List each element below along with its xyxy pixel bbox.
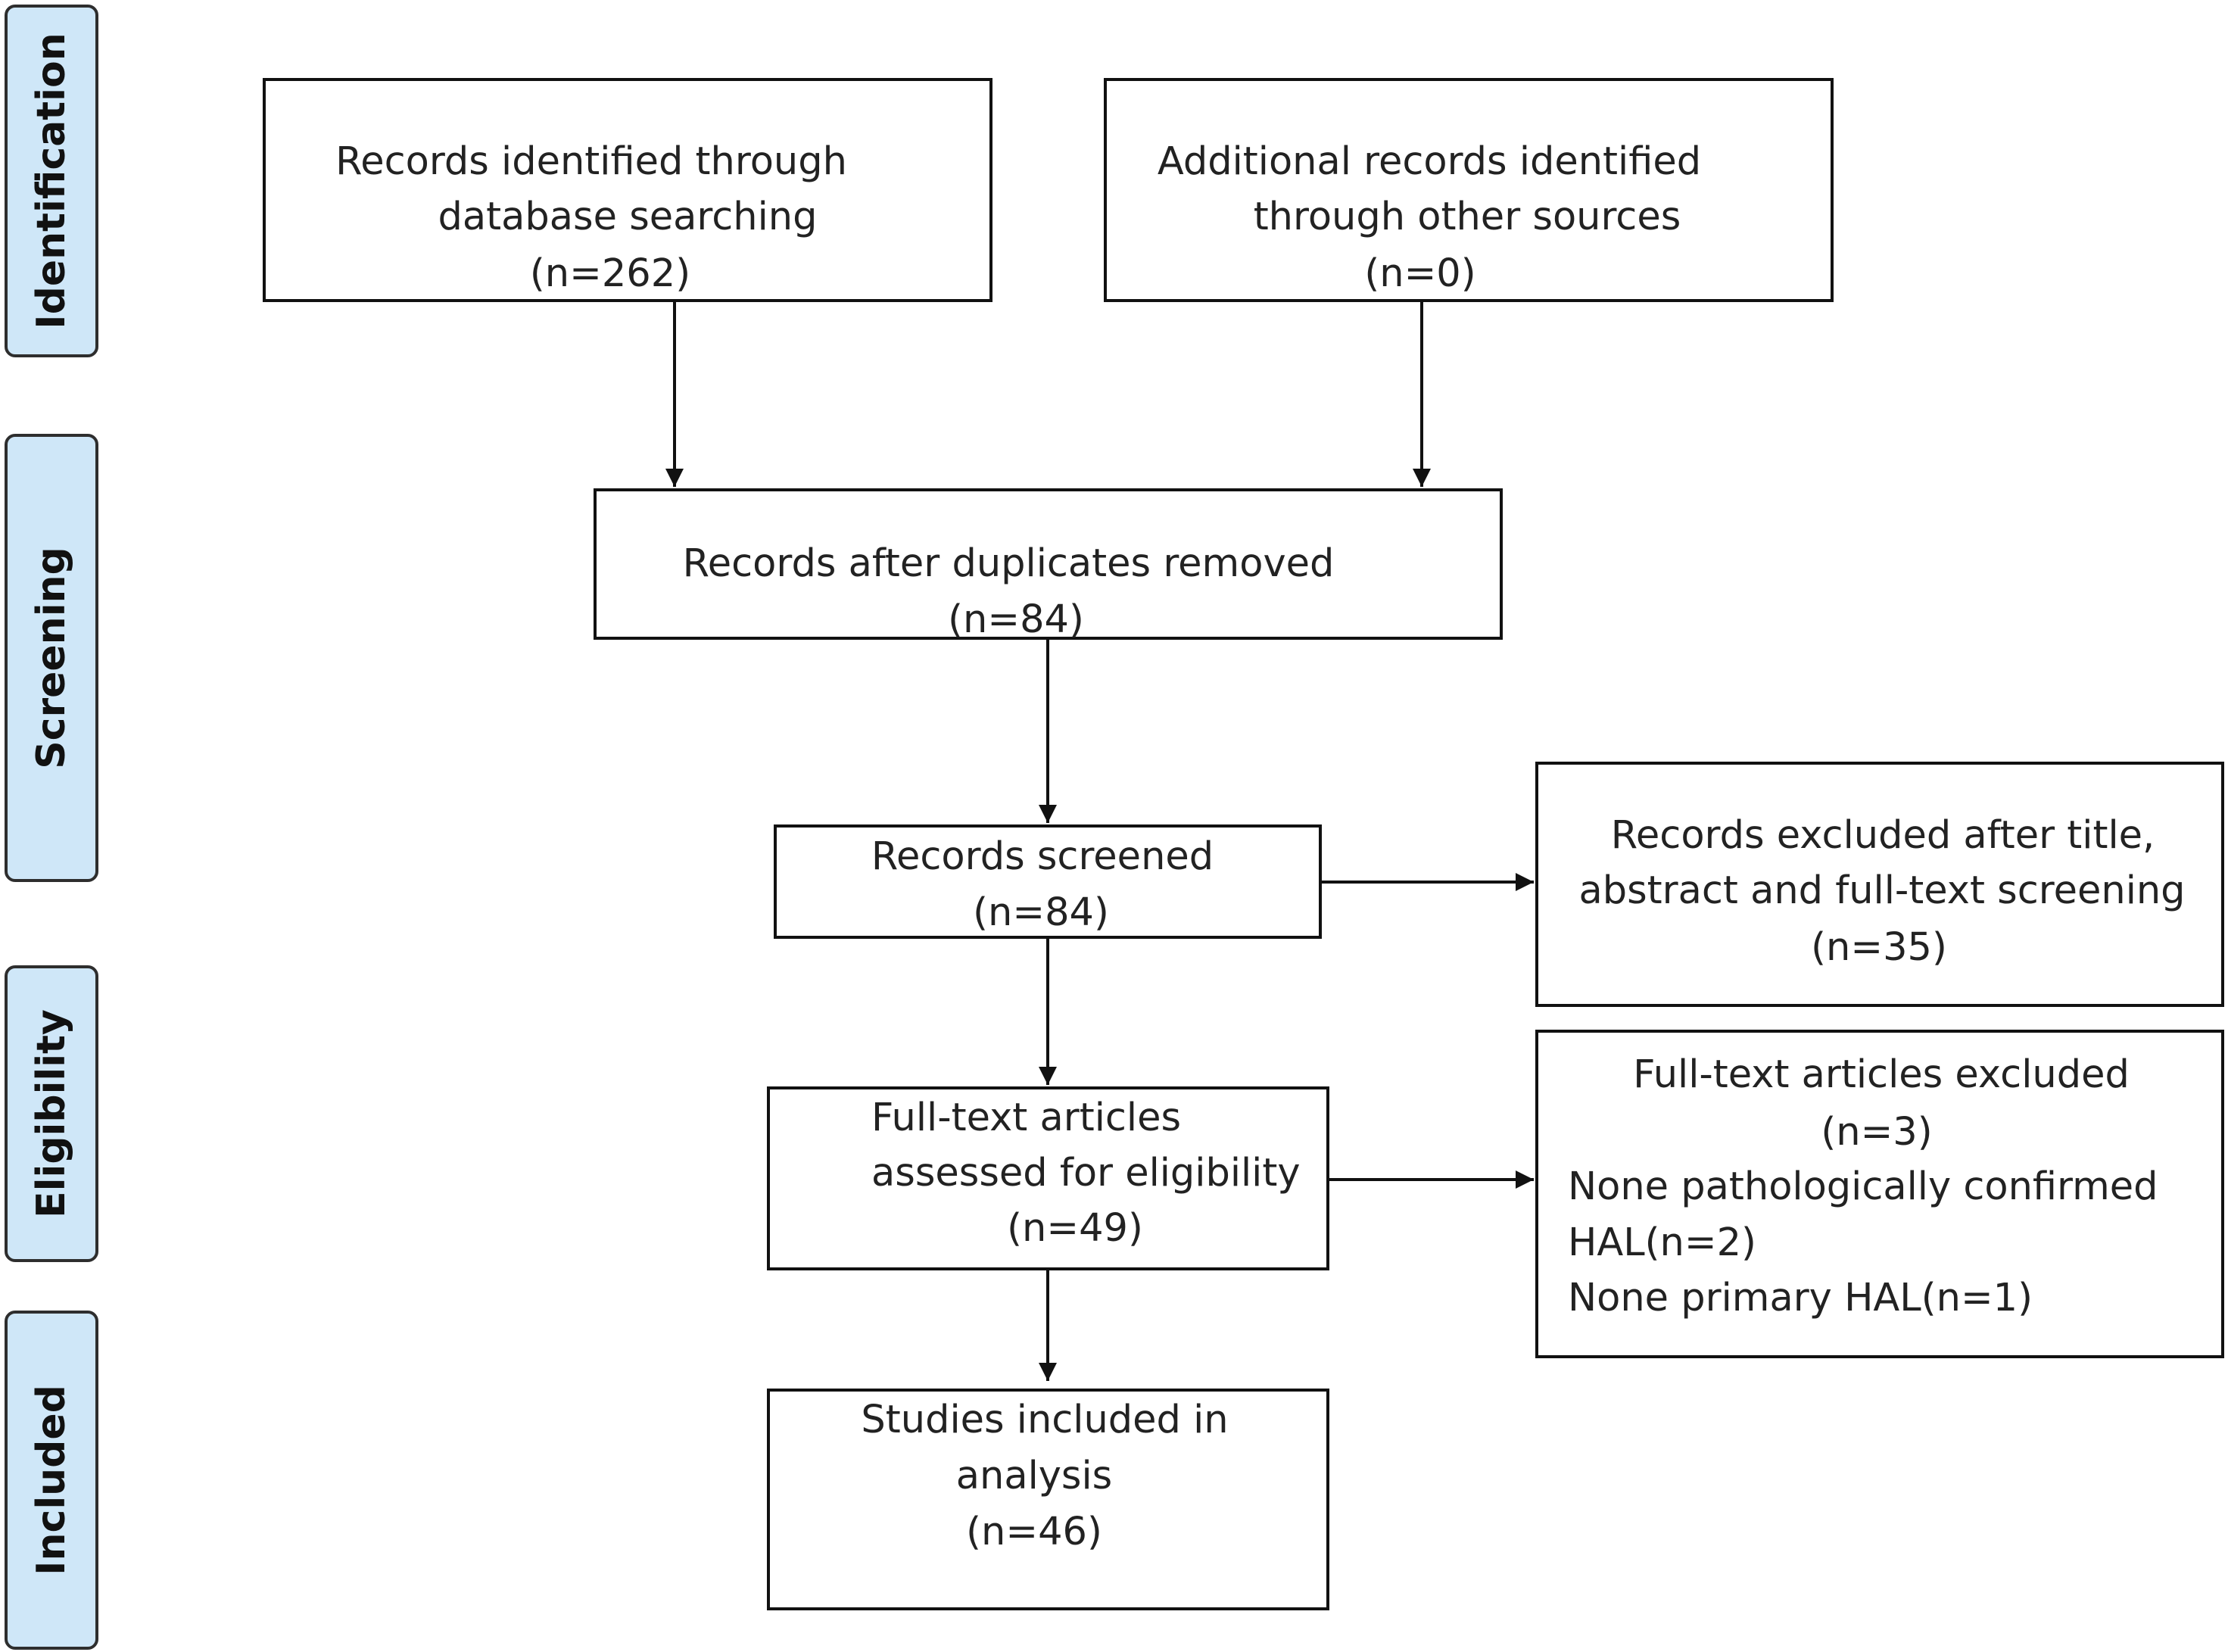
other-sources-count: (n=0) <box>1364 251 1476 296</box>
box-records-screened <box>774 824 1322 939</box>
other-sources-line-2: through other sources <box>1253 195 1681 239</box>
phase-included-label: Included <box>29 1385 74 1576</box>
excluded-screening-line-2: abstract and full-text screening <box>1578 868 2186 913</box>
full-text-assessed-line-1: Full-text articles <box>871 1096 1182 1140</box>
included-line-2: analysis <box>955 1454 1113 1498</box>
phase-screening-label: Screening <box>29 547 74 769</box>
after-duplicates-line-1: Records after duplicates removed <box>682 541 1335 586</box>
full-text-excluded-reason-1: None pathologically confirmed <box>1568 1164 2158 1209</box>
phase-identification-label: Identification <box>29 33 74 329</box>
excluded-screening-count: (n=35) <box>1811 925 1947 970</box>
full-text-excluded-count: (n=3) <box>1821 1110 1933 1155</box>
phase-eligibility-label: Eligibility <box>29 1009 74 1218</box>
screened-count: (n=84) <box>973 890 1109 935</box>
included-count: (n=46) <box>966 1510 1102 1554</box>
other-sources-line-1: Additional records identified <box>1157 139 1702 184</box>
excluded-screening-line-1: Records excluded after title, <box>1610 813 2155 858</box>
box-other-sources <box>1104 78 1834 302</box>
included-line-1: Studies included in <box>861 1398 1229 1442</box>
phase-screening: Screening <box>5 434 98 882</box>
phase-included: Included <box>5 1311 98 1650</box>
box-database-search <box>263 78 992 302</box>
box-studies-included <box>767 1389 1329 1610</box>
full-text-excluded-reason-2: None primary HAL(n=1) <box>1568 1276 2033 1320</box>
after-duplicates-count: (n=84) <box>948 597 1084 642</box>
full-text-assessed-count: (n=49) <box>1007 1206 1143 1251</box>
full-text-excluded-reason-1-cont: HAL(n=2) <box>1568 1220 1756 1265</box>
box-full-text-excluded <box>1535 1030 2224 1358</box>
database-line-1: Records identified through <box>335 139 847 184</box>
screened-line-1: Records screened <box>871 834 1214 879</box>
phase-eligibility: Eligibility <box>5 965 98 1262</box>
box-full-text-assessed <box>767 1086 1329 1270</box>
box-after-duplicates <box>594 488 1503 640</box>
phase-identification: Identification <box>5 5 98 357</box>
full-text-excluded-line-1: Full-text articles excluded <box>1633 1052 2130 1097</box>
full-text-assessed-line-2: assessed for eligibility <box>871 1151 1301 1195</box>
database-count: (n=262) <box>529 251 691 296</box>
database-line-2: database searching <box>438 195 818 239</box>
box-excluded-screening <box>1535 762 2224 1007</box>
